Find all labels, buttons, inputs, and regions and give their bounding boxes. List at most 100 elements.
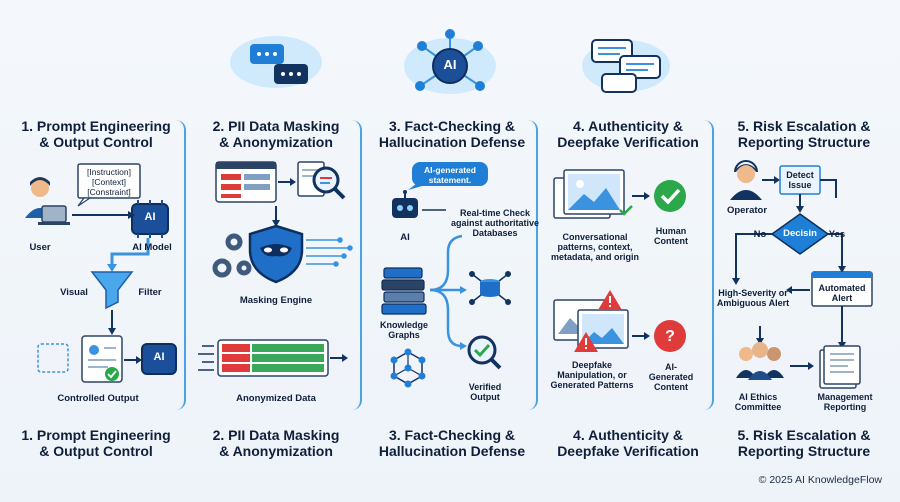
panel-footer-title: 5. Risk Escalation & Reporting Structure	[716, 427, 892, 459]
ai-chip-label: AI	[144, 211, 156, 223]
ai-robot-label: AI	[400, 232, 410, 243]
realtime-check-label: Real-time Check against authoritative Da…	[450, 208, 540, 238]
footer-line-2: Hallucination Defense	[378, 443, 526, 459]
authentic-image-icon	[553, 169, 633, 219]
divider	[528, 120, 538, 410]
ai-model-label: AI Model	[132, 242, 172, 253]
controlled-output-icon	[37, 335, 123, 383]
filter-funnel-icon	[90, 271, 134, 310]
shield-mask-icon	[248, 224, 304, 284]
ai-network-icon	[404, 29, 496, 94]
panel-title: 3. Fact-Checking & Hallucination Defense	[364, 118, 540, 150]
panel-fact-checking: 3. Fact-Checking & Hallucination Defense…	[364, 0, 540, 502]
question-circle-icon	[654, 320, 686, 352]
footer-line-1: 2. PII Data Masking	[212, 427, 340, 443]
detect-issue-label: Detect Issue	[786, 170, 814, 190]
user-label: User	[29, 242, 51, 253]
robot-icon	[392, 190, 418, 218]
footer-line-2: Reporting Structure	[737, 443, 871, 459]
user-icon	[25, 177, 70, 225]
knowledge-graphs-label: Knowledge Graphs	[379, 320, 428, 340]
yes-branch-label: Yes	[828, 229, 846, 240]
chat-stack-icon	[582, 39, 670, 93]
deepfake-label: Deepfake Manipulation, or Generated Patt…	[550, 360, 634, 390]
ethics-committee-icon	[736, 342, 784, 380]
panel-footer-title: 2. PII Data Masking & Anonymization	[188, 427, 364, 459]
divider	[352, 120, 362, 410]
title-line-2: Reporting Structure	[737, 134, 871, 150]
no-branch-label: No	[753, 229, 767, 240]
prompt-box-text: [Instruction] [Context] [Constraint]	[87, 167, 131, 197]
risk-escalation-illustration	[730, 160, 873, 389]
ethics-committee-label: AI Ethics Committee	[734, 392, 782, 412]
verified-output-label: Verified Output	[468, 382, 502, 402]
statement-bubble	[412, 162, 488, 186]
panel-title: 1. Prompt Engineering & Output Control	[8, 118, 184, 150]
ai-network-label: AI	[443, 57, 457, 72]
check-circle-icon	[654, 180, 686, 212]
footer-line-1: 3. Fact-Checking &	[388, 427, 516, 443]
management-report-icon	[819, 345, 861, 389]
panel-authenticity: 4. Authenticity & Deepfake Verification …	[540, 0, 716, 502]
panel-pii-masking: 2. PII Data Masking & Anonymization Mask…	[188, 0, 364, 502]
operator-icon	[730, 160, 762, 200]
panel-title: 4. Authenticity & Deepfake Verification	[540, 118, 716, 150]
fact-checking-illustration	[381, 29, 511, 388]
copyright: © 2025 AI KnowledgeFlow	[758, 474, 882, 486]
ai-model-icon	[131, 200, 169, 238]
footer-line-2: & Anonymization	[219, 443, 333, 459]
automated-alert-label: Automated Alert	[818, 283, 866, 303]
anonymized-table-icon	[217, 339, 329, 377]
title-line-2: & Anonymization	[219, 134, 333, 150]
ai-generated-statement: AI-generated statement.	[424, 165, 476, 185]
prompt-box	[77, 163, 141, 199]
filter-label: Filter	[138, 287, 162, 298]
panel-footer-title: 3. Fact-Checking & Hallucination Defense	[364, 427, 540, 459]
decision-diamond	[770, 213, 830, 255]
high-severity-label: High-Severity or Ambiguous Alert	[716, 288, 790, 308]
authenticity-illustration	[553, 39, 686, 352]
data-table-icon	[215, 161, 277, 203]
panel-title: 2. PII Data Masking & Anonymization	[188, 118, 364, 150]
decision-label: Decisin	[783, 228, 817, 239]
title-line-1: 3. Fact-Checking &	[388, 118, 516, 134]
chat-bubbles-icon	[230, 36, 322, 88]
footer-line-2: Deepfake Verification	[557, 443, 699, 459]
controlled-output-label: Controlled Output	[57, 393, 139, 404]
footer-line-1: 5. Risk Escalation &	[737, 427, 871, 443]
operator-label: Operator	[726, 205, 768, 216]
title-line-2: & Output Control	[39, 134, 153, 150]
question-mark: ?	[665, 328, 675, 345]
title-line-1: 1. Prompt Engineering	[21, 118, 171, 134]
title-line-2: Deepfake Verification	[557, 134, 699, 150]
footer-line-2: & Output Control	[39, 443, 153, 459]
deepfake-image-icon	[553, 290, 629, 352]
panel-footer-title: 4. Authenticity & Deepfake Verification	[540, 427, 716, 459]
conversational-label: Conversational patterns, context, metada…	[550, 232, 639, 262]
visual-label: Visual	[60, 287, 88, 298]
human-content-label: Human Content	[654, 226, 688, 246]
prompt-engineering-illustration	[25, 163, 177, 383]
verified-magnifier-icon	[467, 335, 502, 370]
masking-engine-label: Masking Engine	[239, 295, 313, 306]
title-line-1: 2. PII Data Masking	[212, 118, 340, 134]
panel-footer-title: 1. Prompt Engineering & Output Control	[8, 427, 184, 459]
ai-generated-content-label: AI-Generated Content	[648, 362, 694, 392]
database-network-icon	[469, 271, 511, 305]
anonymized-data-label: Anonymized Data	[236, 393, 316, 404]
knowledge-graph-icon	[390, 348, 426, 388]
gears-icon	[212, 233, 252, 278]
panel-title: 5. Risk Escalation & Reporting Structure	[716, 118, 892, 150]
title-line-2: Hallucination Defense	[378, 134, 526, 150]
ai-output-chip-icon	[141, 343, 177, 375]
magnifier-document-icon	[297, 161, 346, 200]
panel-risk-escalation: 5. Risk Escalation & Reporting Structure…	[716, 0, 892, 502]
knowledge-books-icon	[381, 267, 427, 315]
divider	[176, 120, 186, 410]
title-line-1: 4. Authenticity &	[573, 118, 683, 134]
footer-line-1: 1. Prompt Engineering	[21, 427, 171, 443]
panel-prompt-engineering: 1. Prompt Engineering & Output Control	[8, 0, 184, 502]
ai-output-chip-label: AI	[153, 351, 165, 363]
pii-masking-illustration	[198, 36, 353, 377]
